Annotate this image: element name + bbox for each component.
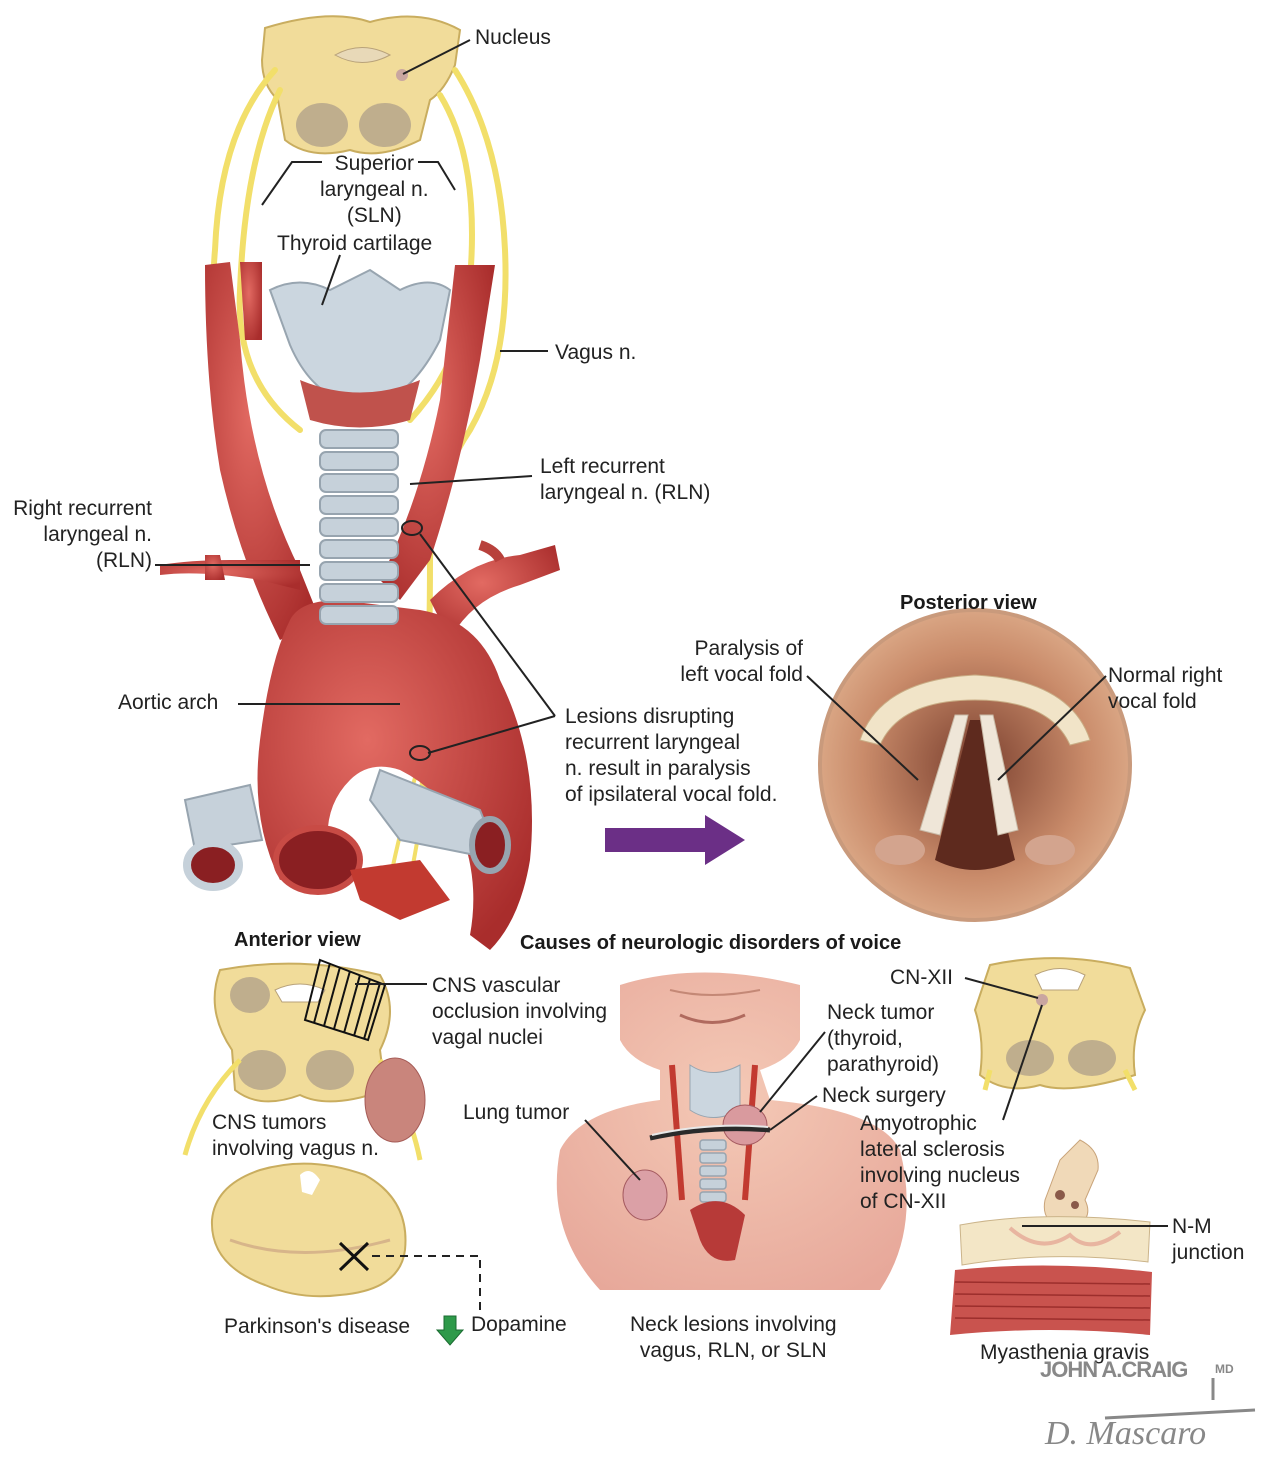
lesion-x-mark <box>338 1241 370 1272</box>
label-cns-vascular-occlusion: CNS vascular occlusion involving vagal n… <box>432 974 608 1049</box>
signature-md-suffix: MD <box>1215 1362 1234 1376</box>
label-neck-lesions: Neck lesions involving vagus, RLN, or SL… <box>630 1313 837 1362</box>
label-neck-surgery: Neck surgery <box>822 1084 946 1107</box>
signature-d-mascaro: D. Mascaro <box>1045 1415 1207 1452</box>
label-parkinsons-disease: Parkinson's disease <box>224 1315 411 1338</box>
heading-posterior-view: Posterior view <box>900 592 1037 614</box>
nm-junction <box>950 1139 1152 1335</box>
leader-lines-neck <box>584 1031 826 1181</box>
label-thyroid-cartilage: Thyroid cartilage <box>277 232 433 255</box>
label-lesions-disrupting-rln: Lesions disrupting recurrent laryngeal n… <box>565 705 778 806</box>
label-myasthenia-gravis: Myasthenia gravis <box>980 1341 1150 1364</box>
neck-trachea-rings <box>699 1139 727 1203</box>
label-amyotrophic-lateral-sclerosis: Amyotrophic lateral sclerosis involving … <box>860 1112 1020 1213</box>
vocal-fold-view <box>818 608 1132 922</box>
carotid-arteries <box>160 262 560 640</box>
neck-anatomy <box>556 972 907 1290</box>
medulla-cn-xii <box>973 957 1147 1092</box>
label-cn-xii: CN-XII <box>890 966 953 989</box>
trachea-rings <box>319 429 399 625</box>
signature-john-craig: JOHN A.CRAIG <box>1040 1357 1188 1382</box>
label-lung-tumor: Lung tumor <box>463 1101 570 1124</box>
heading-causes-neurologic-disorders: Causes of neurologic disorders of voice <box>520 932 902 954</box>
bronchi <box>183 768 511 891</box>
label-dopamine: Dopamine <box>471 1313 567 1336</box>
dopamine-down-arrow <box>435 1315 465 1346</box>
label-normal-right-vocal-fold: Normal right vocal fold <box>1108 664 1223 713</box>
occlusion-hatch <box>303 958 387 1042</box>
label-aortic-arch: Aortic arch <box>118 691 219 714</box>
medulla-top <box>260 15 462 155</box>
aortic-arch <box>257 600 532 950</box>
signature-strokes <box>1104 1378 1256 1420</box>
label-vagus-nerve: Vagus n. <box>555 341 637 364</box>
muscle-striations <box>954 1281 1151 1321</box>
label-paralysis-left-vocal-fold: Paralysis of left vocal fold <box>680 637 803 686</box>
heading-anterior-view: Anterior view <box>234 929 361 951</box>
label-superior-laryngeal-nerve: Superior laryngeal n. (SLN) <box>320 152 429 227</box>
label-nm-junction: N-M junction <box>1172 1215 1245 1264</box>
label-left-recurrent-laryngeal-nerve: Left recurrent laryngeal n. (RLN) <box>540 455 711 504</box>
label-nucleus: Nucleus <box>475 26 551 49</box>
label-right-recurrent-laryngeal-nerve: Right recurrent laryngeal n. (RLN) <box>13 497 152 572</box>
direction-arrow <box>605 815 745 865</box>
larynx-trachea <box>183 268 511 891</box>
midbrain <box>210 1162 481 1346</box>
label-neck-tumor: Neck tumor (thyroid, parathyroid) <box>827 1001 940 1076</box>
leader-lines-cn <box>964 977 1043 1121</box>
brainstem-left <box>182 958 426 1161</box>
leader-lines-posterior <box>806 675 1107 781</box>
label-cns-tumors: CNS tumors involving vagus n. <box>212 1111 379 1160</box>
leader-lines-top <box>155 39 556 754</box>
